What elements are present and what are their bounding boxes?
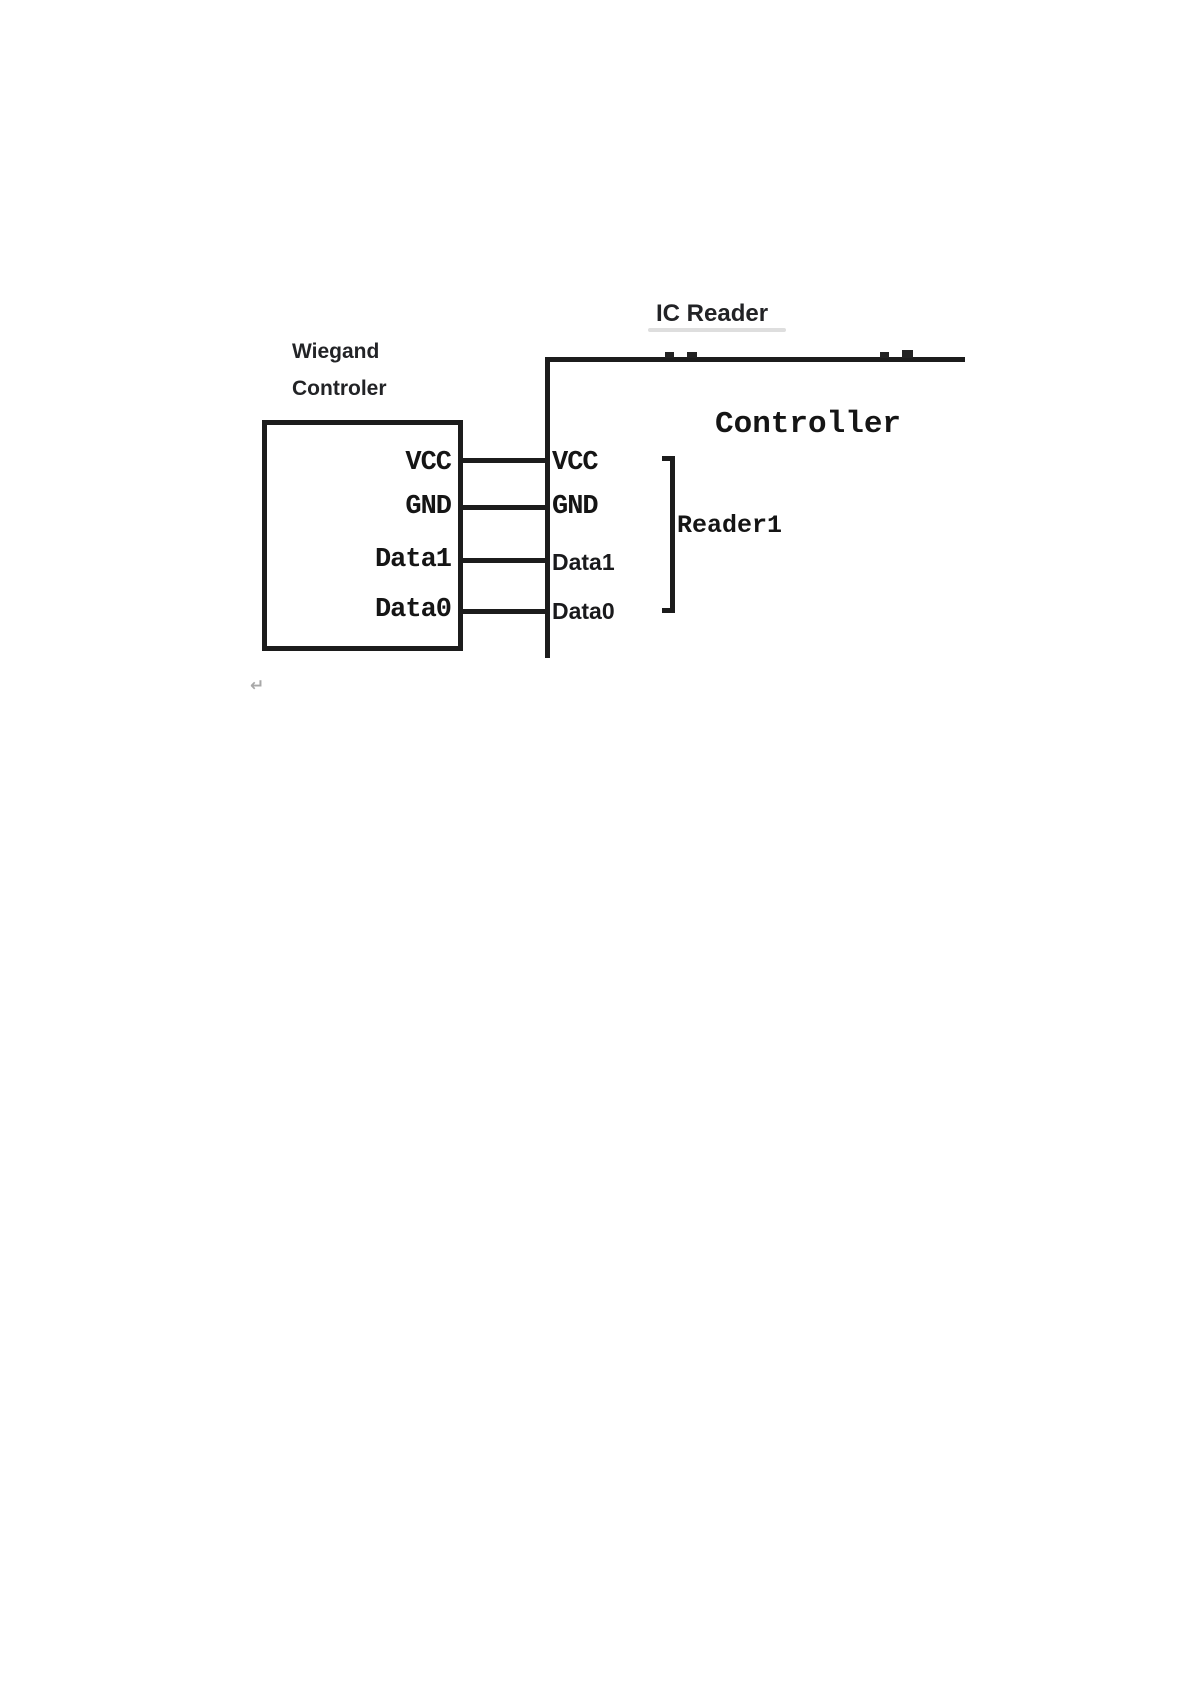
clipped-text-fragment (902, 350, 913, 358)
diagram-title: IC Reader (656, 300, 769, 327)
clipped-text-fragment (687, 352, 697, 358)
wiegand-pin-data0: Data0 (374, 595, 452, 625)
wiegand-caption-line2: Controler (292, 377, 387, 400)
reader-pin-gnd: GND (552, 492, 599, 522)
reader-group-bracket (662, 456, 675, 613)
controller-title: Controller (715, 407, 902, 442)
return-mark: ↵ (250, 676, 265, 696)
wire-data0 (460, 609, 550, 614)
clipped-text-smear (648, 328, 786, 332)
reader-pin-data1: Data1 (552, 549, 615, 575)
wiegand-pin-gnd: GND (405, 492, 452, 522)
wire-data1 (460, 558, 550, 563)
clipped-text-fragment (880, 352, 889, 358)
reader-pin-data0: Data0 (552, 598, 615, 624)
wire-vcc (460, 458, 550, 463)
wiegand-pin-vcc: VCC (405, 448, 452, 478)
clipped-text-fragment (665, 352, 674, 358)
wiegand-caption-line1: Wiegand (292, 340, 380, 363)
reader-pin-vcc: VCC (552, 448, 599, 478)
reader-box-top-edge (545, 357, 965, 362)
wire-gnd (460, 505, 550, 510)
reader-box-left-edge (545, 357, 550, 658)
reader-group-label: Reader1 (677, 511, 783, 540)
wiegand-pin-data1: Data1 (374, 545, 452, 575)
wiegand-controller-box (262, 420, 463, 651)
